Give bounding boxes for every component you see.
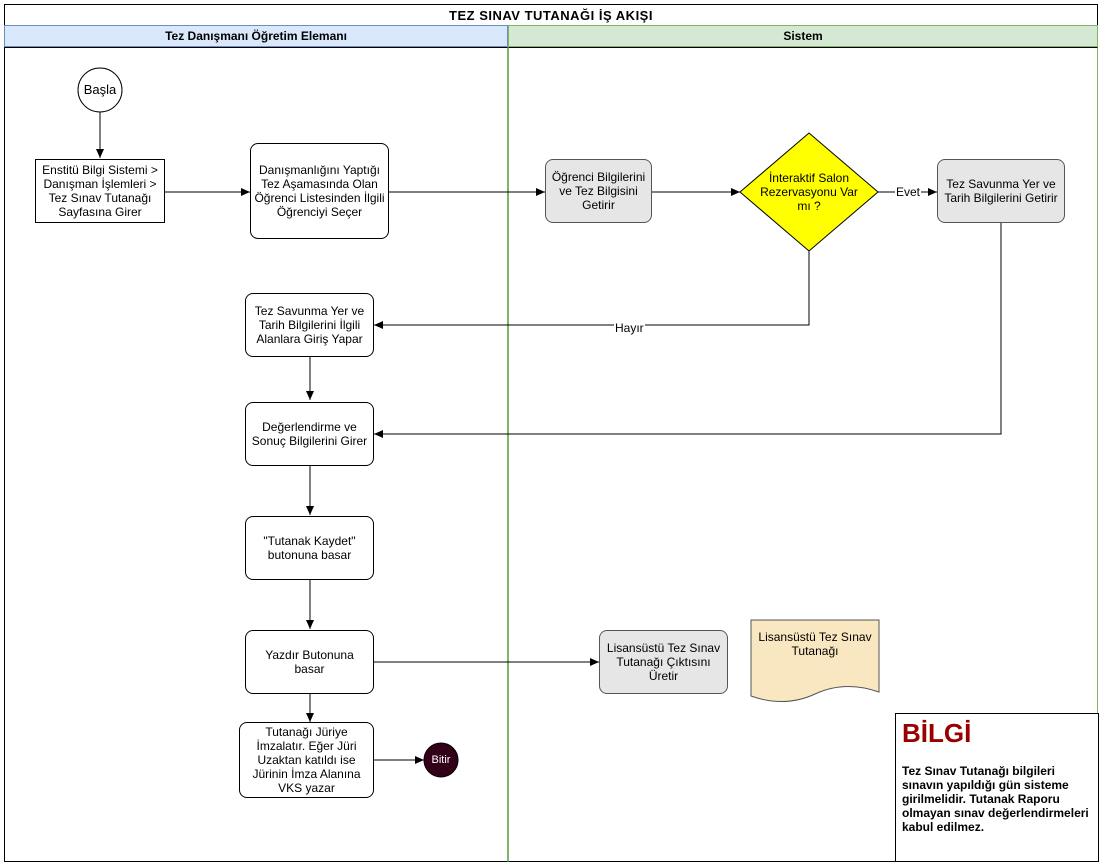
fetch-place-step: Tez Savunma Yer ve Tarih Bilgilerini Get… xyxy=(937,159,1065,223)
enter-result-step: Değerlendirme ve Sonuç Bilgilerini Girer xyxy=(245,402,374,466)
edge-label-yes: Evet xyxy=(895,185,922,199)
fetch-student-step: Öğrenci Bilgilerini ve Tez Bilgisini Get… xyxy=(545,159,652,223)
print-step: Yazdır Butonuna basar xyxy=(245,630,374,694)
lane-header-system: Sistem xyxy=(508,25,1098,47)
info-title: BİLGİ xyxy=(902,718,972,748)
info-box: BİLGİ Tez Sınav Tutanağı bilgileri sınav… xyxy=(895,713,1099,862)
document-shape xyxy=(750,619,880,703)
edge-place-result xyxy=(374,223,1002,438)
login-step: Enstitü Bilgi Sistemi > Danışman İşlemle… xyxy=(35,159,165,223)
end-node: Bitir xyxy=(431,754,451,766)
lane-advisor xyxy=(4,47,508,862)
save-step: "Tutanak Kaydet" butonuna basar xyxy=(245,516,374,580)
select-student-step: Danışmanlığını Yaptığı Tez Aşamasında Ol… xyxy=(250,143,389,239)
document-label: Lisansüstü Tez Sınav Tutanağı xyxy=(758,630,872,658)
lane-system xyxy=(508,47,1098,862)
lane-header-advisor: Tez Danışmanı Öğretim Elemanı xyxy=(4,25,508,47)
info-text: Tez Sınav Tutanağı bilgileri sınavın yap… xyxy=(902,764,1089,834)
enter-place-step: Tez Savunma Yer ve Tarih Bilgilerini İlg… xyxy=(245,293,374,357)
start-node: Başla xyxy=(83,82,117,97)
edge-label-no: Hayır xyxy=(614,321,645,335)
produce-output-step: Lisansüstü Tez Sınav Tutanağı Çıktısını … xyxy=(599,630,728,694)
decision-label: İnteraktif Salon Rezervasyonu Var mı ? xyxy=(760,171,858,213)
edge-decision-no xyxy=(374,251,810,329)
sign-step: Tutanağı Jüriye İmzalatır. Eğer Jüri Uza… xyxy=(239,722,374,798)
